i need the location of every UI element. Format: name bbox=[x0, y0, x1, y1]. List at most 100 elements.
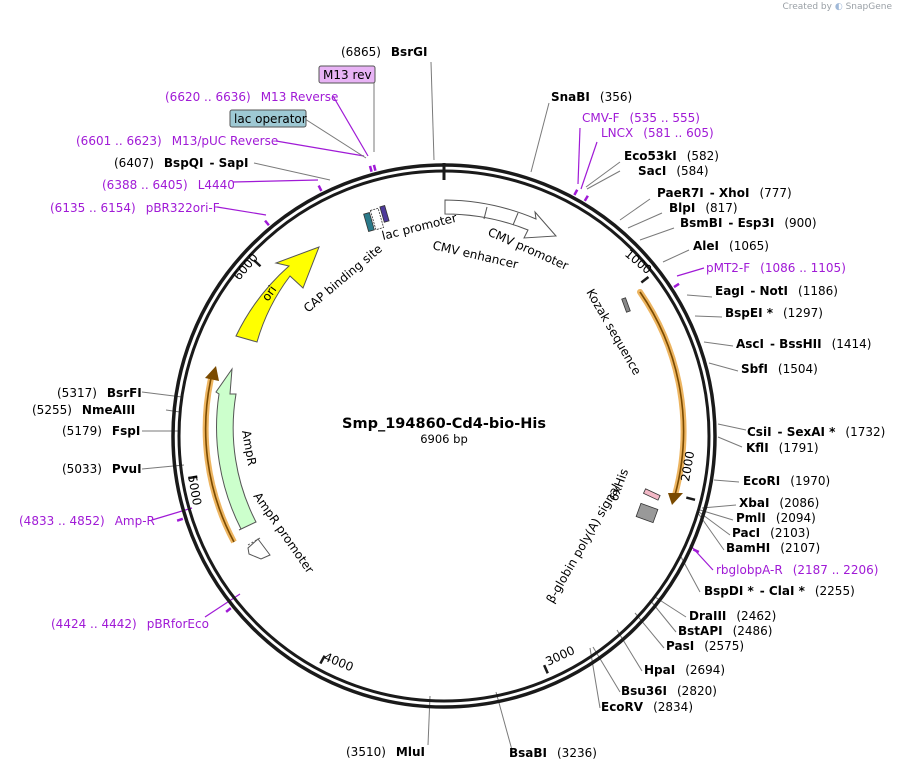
primer-mark-l4440 bbox=[317, 185, 323, 192]
primer-label-amp-r: (4833 .. 4852)Amp-R bbox=[19, 514, 155, 528]
created-by-text: Created by bbox=[782, 2, 832, 12]
m13-rev-box bbox=[318, 65, 376, 84]
enzyme-bsu36i-part-1: (2820) bbox=[677, 684, 717, 698]
enzyme-eagi-part-2: (1186) bbox=[798, 284, 838, 298]
enzyme-label-draiii: DraIII (2462) bbox=[689, 609, 776, 623]
tick-mark-3000 bbox=[542, 664, 549, 674]
cds-highlight-arc bbox=[637, 289, 687, 498]
ampr-promoter-label: AmpR promoter bbox=[251, 490, 317, 576]
enzyme-label-bsrgi: (6865)BsrGI bbox=[341, 45, 427, 59]
enzyme-paer7i-part-1: - XhoI bbox=[710, 186, 750, 200]
primer-cmv-f-part-0: CMV-F bbox=[582, 111, 620, 125]
enzyme-label-saci: SacI (584) bbox=[638, 164, 709, 178]
primer-label-pbr322ori-f: (6135 .. 6154) pBR322ori-F bbox=[50, 201, 220, 215]
enzyme-label-blpi: BlpI(817) bbox=[669, 201, 738, 215]
enzyme-fspi-part-0: (5179) bbox=[62, 424, 102, 438]
enzyme-label-alei: AleI(1065) bbox=[693, 239, 769, 253]
enzyme-label-asci: AscI- BssHII(1414) bbox=[736, 337, 871, 351]
enzyme-bstapi-part-1: (2486) bbox=[733, 624, 773, 638]
enzyme-label-bsmbi: BsmBI- Esp3I(900) bbox=[680, 216, 817, 230]
primer-l4440-part-1: L4440 bbox=[198, 178, 235, 192]
enzyme-labels: (6865)BsrGI SnaBI(356) Eco53kI(582)SacI (58… bbox=[32, 45, 885, 760]
enzyme-label-bsabi: BsaBI(3236) bbox=[509, 746, 597, 760]
tick-mark-6000 bbox=[253, 259, 262, 268]
enzyme-pasi-part-0: PasI bbox=[666, 639, 694, 653]
ampr-label: AmpR bbox=[239, 429, 259, 467]
tick-mark-5000 bbox=[188, 475, 198, 480]
enzyme-label-ecorv: EcoRV(2834) bbox=[601, 700, 693, 714]
enzyme-sbfi-part-0: SbfI bbox=[741, 362, 768, 376]
enzyme-bamhi-part-0: BamHI bbox=[726, 541, 770, 555]
tick-mark-2000 bbox=[685, 496, 696, 501]
enzyme-label-snabi: SnaBI(356) bbox=[551, 90, 632, 104]
enzyme-eco53ki-part-1: (582) bbox=[687, 149, 719, 163]
enzyme-paer7i-part-2: (777) bbox=[759, 186, 791, 200]
primer-label-cmv-f: CMV-F(535 .. 555) bbox=[582, 111, 700, 125]
m13-rev-label: M13 rev bbox=[323, 68, 372, 82]
tick-marks bbox=[188, 259, 696, 674]
enzyme-label-bspei: BspEI *(1297) bbox=[725, 306, 823, 320]
enzyme-label-bsu36i: Bsu36I(2820) bbox=[621, 684, 717, 698]
his-tag-box bbox=[642, 488, 661, 501]
polya-signal-box bbox=[635, 502, 659, 524]
tick-label-5000: 5000 bbox=[185, 474, 204, 507]
primer-mark-cmv-f bbox=[573, 189, 579, 196]
primer-label-m13puc-reverse: (6601 .. 6623)M13/pUC Reverse bbox=[76, 134, 278, 148]
enzyme-label-pvui: (5033)PvuI bbox=[62, 462, 142, 476]
primer-mark-m13-reverse bbox=[372, 164, 377, 172]
ampr-cds-arc bbox=[204, 373, 235, 543]
ori-arrow bbox=[235, 246, 320, 343]
primer-pmt2-f-part-0: pMT2-F bbox=[706, 261, 750, 275]
created-by-credit: Created by ◐ SnapGene bbox=[782, 2, 892, 12]
primer-label-pmt2-f: pMT2-F(1086 .. 1105) bbox=[706, 261, 846, 275]
enzyme-snabi-part-1: (356) bbox=[600, 90, 632, 104]
enzyme-bsrfi-part-1: BsrFI bbox=[107, 386, 142, 400]
enzyme-saci-part-1: (584) bbox=[676, 164, 708, 178]
enzyme-bspqi-part-2: - SapI bbox=[209, 156, 248, 170]
enzyme-paci-part-1: (2103) bbox=[770, 526, 810, 540]
enzyme-label-bsrfi: (5317)BsrFI bbox=[57, 386, 142, 400]
lac-operator-box-label bbox=[229, 109, 307, 128]
enzyme-kfli-part-0: KflI bbox=[746, 441, 769, 455]
enzyme-label-bstapi: BstAPI(2486) bbox=[678, 624, 772, 638]
enzyme-ecori-part-0: EcoRI bbox=[743, 474, 780, 488]
enzyme-label-pasi: PasI(2575) bbox=[666, 639, 744, 653]
cds-arrowhead bbox=[668, 493, 683, 505]
tick-label-2000: 2000 bbox=[678, 450, 697, 483]
brand-name: SnapGene bbox=[845, 2, 892, 12]
primer-pbr322ori-f-part-0: (6135 .. 6154) bbox=[50, 201, 136, 215]
enzyme-draiii-part-1: (2462) bbox=[736, 609, 776, 623]
primer-mark-pmt2-f bbox=[673, 282, 680, 289]
enzyme-pvui-part-1: PvuI bbox=[112, 462, 142, 476]
enzyme-paer7i-part-0: PaeR7I bbox=[657, 186, 704, 200]
enzyme-label-sbfi: SbfI(1504) bbox=[741, 362, 818, 376]
enzyme-label-fspi: (5179)FspI bbox=[62, 424, 140, 438]
tick-label-1000: 1000 bbox=[622, 247, 654, 277]
lac-promoter-label: lac promoter bbox=[380, 211, 458, 243]
enzyme-pmli-part-1: (2094) bbox=[776, 511, 816, 525]
lac-operator-label: lac operator bbox=[234, 112, 307, 126]
enzyme-label-hpai: HpaI(2694) bbox=[644, 663, 725, 677]
enzyme-label-bspdi: BspDI *- ClaI *(2255) bbox=[704, 584, 855, 598]
enzyme-label-csii: CsiI- SexAI *(1732) bbox=[747, 425, 885, 439]
enzyme-label-bamhi: BamHI(2107) bbox=[726, 541, 820, 555]
enzyme-label-eagi: EagI- NotI(1186) bbox=[715, 284, 838, 298]
primer-pbr322ori-f-part-1: pBR322ori-F bbox=[146, 201, 220, 215]
primer-amp-r-part-1: Amp-R bbox=[115, 514, 155, 528]
enzyme-csii-part-2: (1732) bbox=[845, 425, 885, 439]
enzyme-label-paci: PacI(2103) bbox=[732, 526, 810, 540]
enzyme-bsmbi-part-2: (900) bbox=[784, 216, 816, 230]
cap-binding-site-box bbox=[363, 212, 375, 232]
ampr-arrow bbox=[215, 367, 257, 531]
enzyme-draiii-part-0: DraIII bbox=[689, 609, 726, 623]
enzyme-label-eco53ki: Eco53kI(582) bbox=[624, 149, 719, 163]
primer-mark-pbrforeco bbox=[225, 607, 232, 613]
enzyme-label-mlui: (3510)MluI bbox=[346, 745, 425, 759]
primer-pbrforeco-part-0: (4424 .. 4442) bbox=[51, 617, 137, 631]
enzyme-saci-part-0: SacI bbox=[638, 164, 666, 178]
plasmid-name: Smp_194860-Cd4-bio-His bbox=[342, 416, 546, 432]
enzyme-bsabi-part-0: BsaBI bbox=[509, 746, 547, 760]
tick-mark-4000 bbox=[319, 655, 326, 665]
ampr-promoter-arrow bbox=[247, 538, 271, 560]
